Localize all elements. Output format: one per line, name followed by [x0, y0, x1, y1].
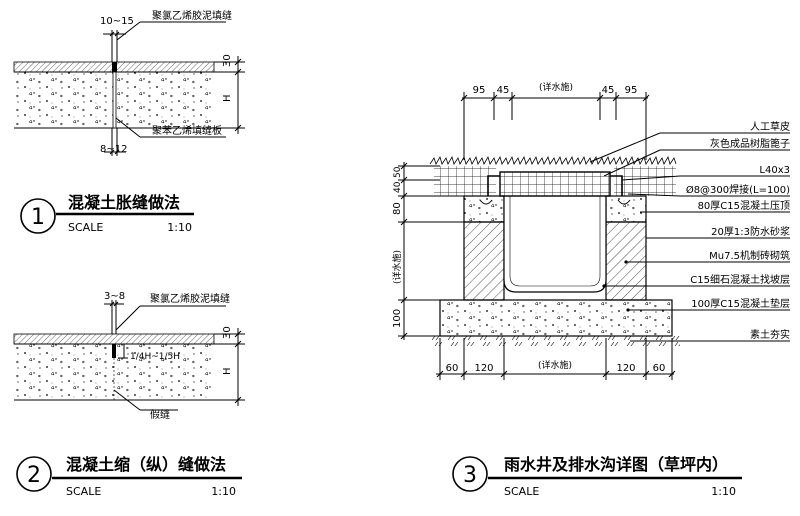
detail-2-title: 混凝土缩（纵）缝做法	[66, 455, 226, 474]
detail-2-scale-value: 1:10	[211, 485, 236, 498]
detail-1-dim-bottom: 8~12	[100, 144, 127, 155]
detail-3-concrete-base	[439, 299, 673, 337]
detail-2-dim-h: H	[222, 367, 233, 375]
detail-1-number: 1	[31, 205, 45, 230]
detail-1-scale-value: 1:10	[167, 221, 192, 234]
detail-3-number: 3	[463, 463, 477, 488]
detail-1-dim-h: H	[222, 94, 233, 102]
detail-3-note-5: 20厚1:3防水砂浆	[711, 225, 790, 238]
detail-3-bottom-dim-2: (详水施)	[538, 359, 572, 371]
detail-3-artificial-turf	[429, 155, 677, 165]
detail-1-sealant	[112, 62, 117, 72]
detail-3-bottom-dim-4: 60	[653, 363, 666, 374]
detail-2-number: 2	[27, 463, 41, 488]
detail-3-number-circle	[452, 456, 488, 492]
detail-3-bottom-dim-3: 120	[616, 363, 635, 374]
detail-1-note-top: 聚氯乙烯胶泥填缝	[152, 9, 232, 22]
detail-3-note-0: 人工草皮	[750, 120, 790, 133]
detail-3-left-brick-wall	[463, 221, 505, 301]
detail-3-scale-value: 1:10	[711, 485, 736, 498]
detail-1-dim-30: 30	[222, 54, 233, 67]
detail-3-title: 雨水井及排水沟详图（草坪内）	[504, 455, 728, 474]
detail-3-bottom-dim-1: 120	[474, 363, 493, 374]
detail-3-left-dim-3: (详水施)	[391, 250, 403, 284]
detail-3-bottom-dim-0: 60	[446, 363, 459, 374]
detail-3-left-dim-2: 80	[392, 202, 403, 215]
detail-3-note-2: L40x3	[759, 165, 790, 176]
detail-2-sealant	[112, 344, 116, 358]
detail-1-title: 混凝土胀缝做法	[68, 193, 180, 212]
detail-3-note-4: 80厚C15混凝土压顶	[698, 199, 790, 212]
detail-2-dim-30: 30	[222, 326, 233, 339]
detail-3-rain-well: 95 45 (详水施) 45 95 50 40 80 (详水施) 100	[391, 81, 790, 498]
detail-3-note-7: C15细石混凝土找坡层	[690, 273, 790, 286]
detail-1-number-circle	[20, 198, 56, 234]
detail-1-expansion-joint: 10~15 聚氯乙烯胶泥填缝 聚苯乙烯填缝板 8~12 30 H 1 混凝土胀缝…	[13, 9, 245, 234]
detail-3-top-dim-2: (详水施)	[539, 81, 573, 93]
detail-3-left-dim-4: 100	[392, 309, 403, 328]
detail-3-right-turf-base	[614, 166, 676, 196]
detail-3-note-1: 灰色成品树脂篦子	[710, 137, 790, 150]
detail-3-left-turf-base	[434, 166, 496, 196]
detail-3-left-coping	[463, 195, 505, 223]
detail-3-scale-label: SCALE	[504, 485, 539, 498]
detail-3-note-9: 素土夯实	[750, 328, 790, 341]
detail-2-dim-top: 3~8	[104, 291, 125, 302]
detail-3-channel	[503, 196, 607, 293]
detail-2-note-bottom: 假缝	[150, 408, 170, 421]
detail-3-top-dim-4: 95	[625, 85, 638, 96]
detail-3-left-dim-0: 50	[393, 166, 403, 178]
detail-2-surface-layer	[13, 333, 215, 345]
detail-3-compacted-soil	[432, 336, 680, 346]
detail-3-top-dim-0: 95	[473, 85, 486, 96]
detail-3-right-coping	[605, 195, 647, 223]
detail-3-leaders	[589, 132, 790, 342]
detail-3-note-8: 100厚C15混凝土垫层	[691, 297, 790, 310]
detail-3-left-dim-1: 40	[393, 181, 403, 193]
detail-2-number-circle	[16, 456, 52, 492]
detail-1-dim-top: 10~15	[100, 16, 134, 27]
detail-3-note-3: Ø8@300焊接(L=100)	[686, 183, 790, 196]
detail-2-note-top: 聚氯乙烯胶泥填缝	[150, 292, 230, 305]
detail-3-note-6: Mu7.5机制砖砌筑	[709, 249, 790, 262]
detail-1-note-bottom: 聚苯乙烯填缝板	[152, 124, 222, 137]
detail-1-scale-label: SCALE	[68, 221, 103, 234]
detail-3-top-dim-3: 45	[602, 85, 615, 96]
detail-1-joint-board	[112, 71, 117, 129]
detail-2-scale-label: SCALE	[66, 485, 101, 498]
detail-3-top-dim-1: 45	[497, 85, 510, 96]
detail-2-dim-depth: 1/4H~1/5H	[130, 352, 180, 362]
detail-3-resin-grate	[499, 171, 611, 197]
detail-2-contraction-joint: 3~8 聚氯乙烯胶泥填缝 1/4H~1/5H 假缝 30 H 2 混凝土缩（纵）…	[13, 291, 245, 498]
